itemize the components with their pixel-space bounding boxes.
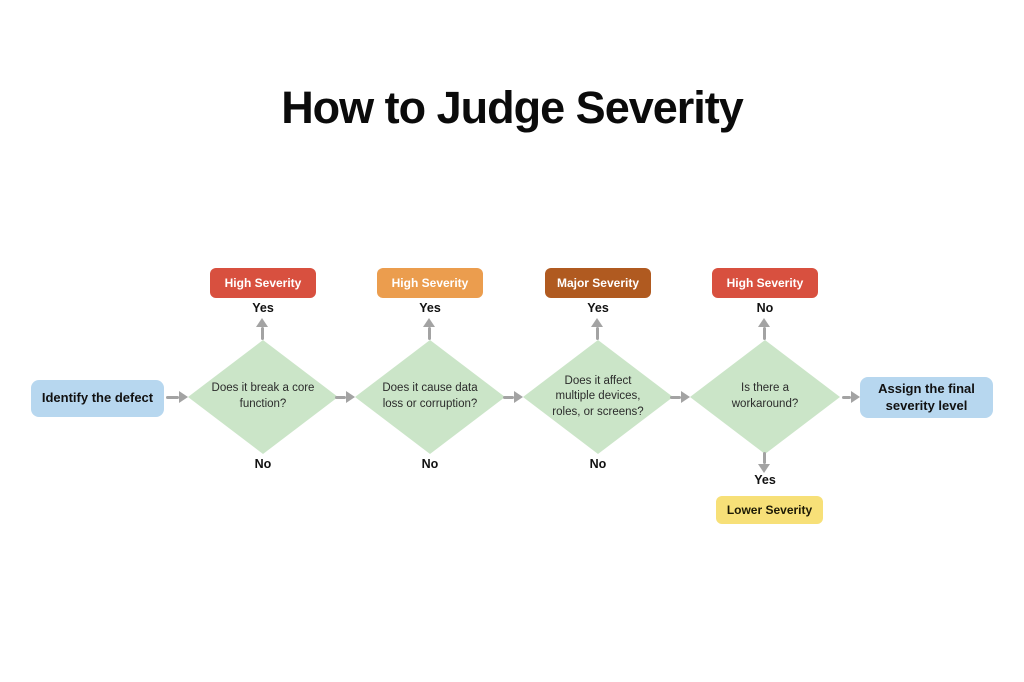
decision-question-2: Does it cause data loss or corruption? bbox=[382, 382, 478, 410]
up-arrow-icon-1 bbox=[256, 318, 268, 340]
right-arrow-icon-d1-to-d2 bbox=[335, 391, 355, 403]
end-node-assign-severity: Assign the final severity level bbox=[860, 377, 993, 418]
decision-question-4: Is there a workaround? bbox=[731, 382, 799, 410]
decision-diamond-4: Is there a workaround? bbox=[690, 340, 840, 454]
branch-label-yes-2: Yes bbox=[419, 301, 441, 315]
right-arrow-icon-d2-to-d3 bbox=[503, 391, 523, 403]
branch-label-yes-4: Yes bbox=[754, 473, 776, 487]
severity-badge-1: High Severity bbox=[210, 268, 316, 298]
branch-label-no-4: No bbox=[756, 301, 774, 315]
up-arrow-icon-2 bbox=[423, 318, 435, 340]
lower-severity-node: Lower Severity bbox=[716, 496, 823, 524]
severity-badge-2: High Severity bbox=[377, 268, 483, 298]
branch-label-yes-1: Yes bbox=[252, 301, 274, 315]
start-node-identify-defect: Identify the defect bbox=[31, 380, 164, 417]
start-node-label: Identify the defect bbox=[41, 390, 154, 406]
flowchart-title: How to Judge Severity bbox=[281, 82, 744, 133]
branch-label-no-3: No bbox=[589, 457, 607, 471]
right-arrow-icon-d3-to-d4 bbox=[670, 391, 690, 403]
decision-diamond-1: Does it break a core function? bbox=[188, 340, 338, 454]
branch-label-yes-3: Yes bbox=[587, 301, 609, 315]
right-arrow-icon-d4-to-end bbox=[842, 391, 860, 403]
decision-question-1: Does it break a core function? bbox=[211, 382, 315, 410]
decision-diamond-2: Does it cause data loss or corruption? bbox=[355, 340, 505, 454]
severity-badge-4: High Severity bbox=[712, 268, 818, 298]
branch-label-no-2: No bbox=[421, 457, 439, 471]
end-node-label: Assign the final severity level bbox=[878, 380, 975, 413]
branch-label-no-1: No bbox=[254, 457, 272, 471]
right-arrow-icon-start-to-d1 bbox=[166, 391, 188, 403]
decision-diamond-3: Does it affect multiple devices, roles, … bbox=[523, 340, 673, 454]
down-arrow-icon bbox=[758, 452, 770, 473]
up-arrow-icon-3 bbox=[591, 318, 603, 340]
decision-question-3: Does it affect multiple devices, roles, … bbox=[552, 374, 644, 418]
up-arrow-icon-4 bbox=[758, 318, 770, 340]
severity-badge-3: Major Severity bbox=[545, 268, 651, 298]
